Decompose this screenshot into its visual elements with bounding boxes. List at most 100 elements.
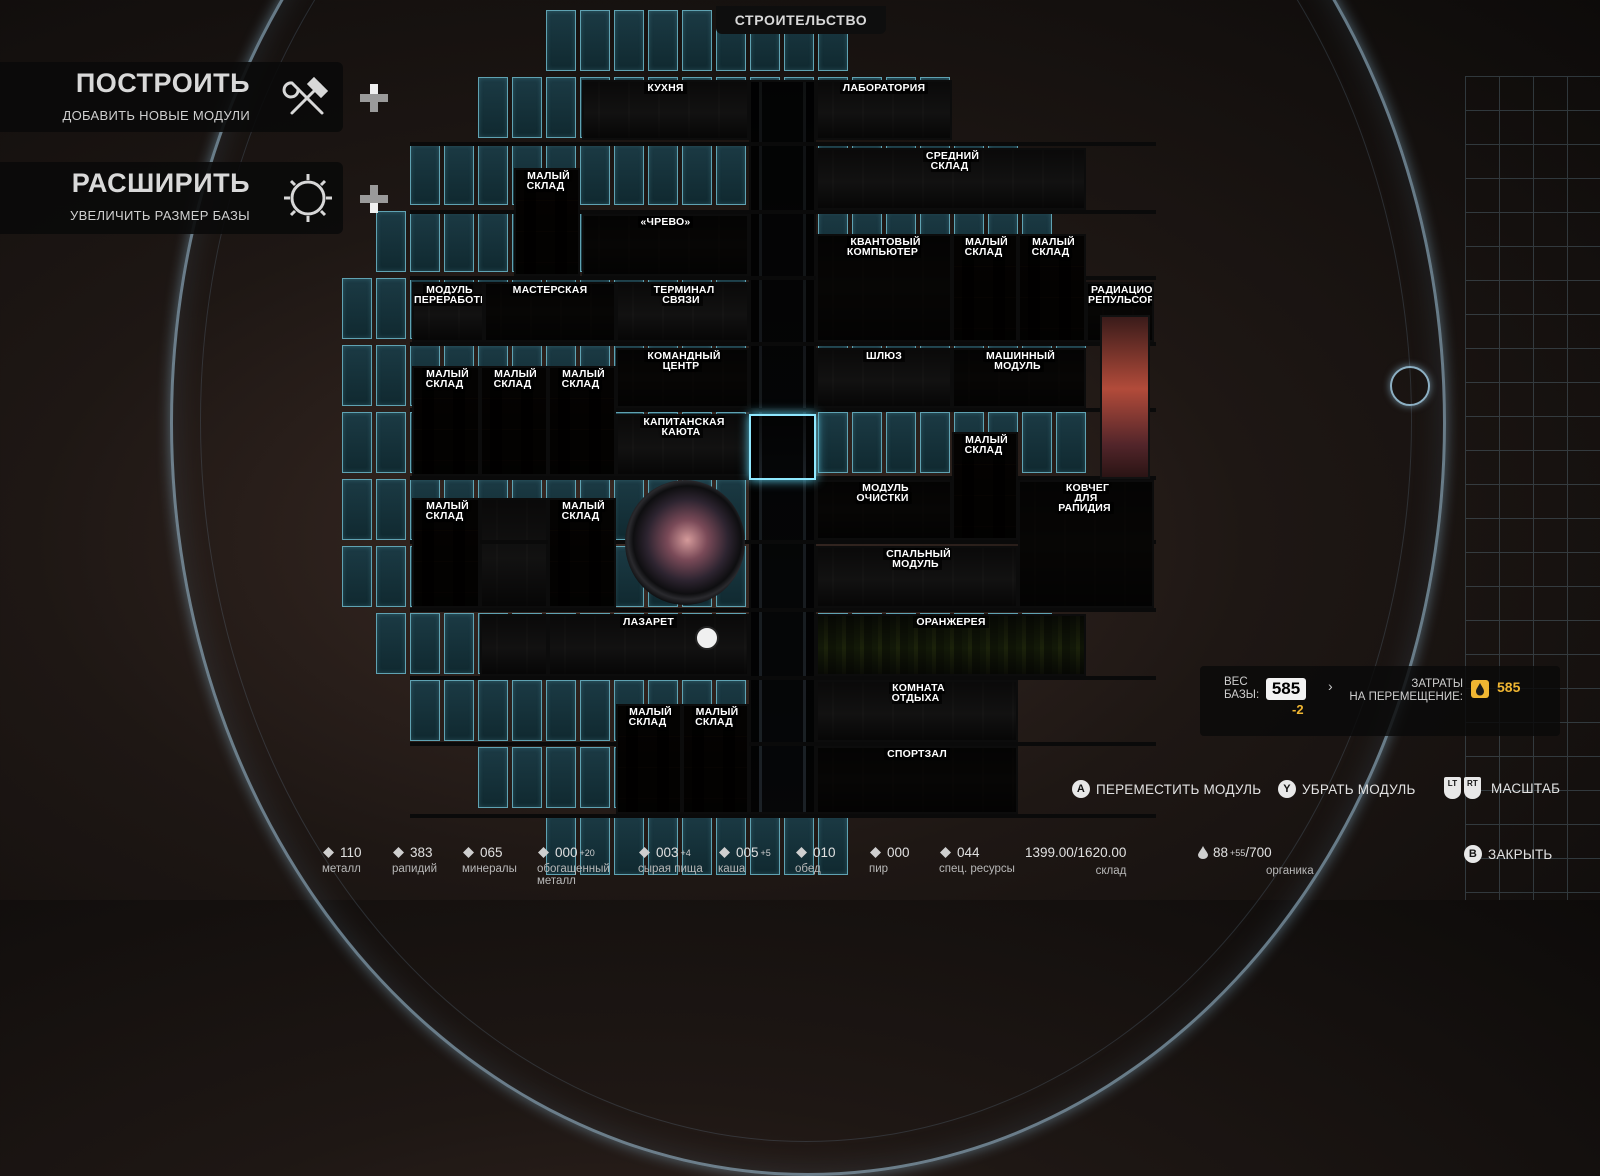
- module-airlock[interactable]: ШЛЮЗ: [816, 348, 952, 408]
- grid-cell[interactable]: [580, 10, 610, 71]
- grid-cell[interactable]: [342, 345, 372, 406]
- grid-cell[interactable]: [546, 814, 576, 875]
- module-small-storage-8[interactable]: МАЛЫЙ СКЛАД: [412, 498, 480, 608]
- grid-cell[interactable]: [444, 613, 474, 674]
- grid-cell[interactable]: [546, 747, 576, 808]
- grid-cell[interactable]: [750, 814, 780, 875]
- grid-cell[interactable]: [614, 10, 644, 71]
- module-gym[interactable]: СПОРТЗАЛ: [816, 746, 1018, 814]
- grid-cell[interactable]: [342, 546, 372, 607]
- module-sleep[interactable]: СПАЛЬНЫЙ МОДУЛЬ: [816, 546, 1018, 608]
- grid-cell[interactable]: [614, 144, 644, 205]
- grid-cell[interactable]: [444, 144, 474, 205]
- grid-cell[interactable]: [886, 412, 916, 473]
- module-belly[interactable]: «ЧРЕВО»: [582, 214, 749, 276]
- grid-cell[interactable]: [342, 479, 372, 540]
- expand-menu-item[interactable]: РАСШИРИТЬ УВЕЛИЧИТЬ РАЗМЕР БАЗЫ: [0, 162, 343, 234]
- grid-cell[interactable]: [444, 680, 474, 741]
- grid-cell[interactable]: [410, 211, 440, 272]
- module-medium-storage[interactable]: СРЕДНИЙ СКЛАД: [816, 148, 1086, 210]
- module-small-storage-7[interactable]: МАЛЫЙ СКЛАД: [952, 432, 1018, 540]
- build-menu-item[interactable]: ПОСТРОИТЬ ДОБАВИТЬ НОВЫЕ МОДУЛИ: [0, 62, 343, 132]
- grid-cell[interactable]: [716, 814, 746, 875]
- module-cleaning[interactable]: МОДУЛЬ ОЧИСТКИ: [816, 480, 952, 540]
- grid-cell[interactable]: [920, 412, 950, 473]
- close-action[interactable]: B ЗАКРЫТЬ: [1464, 845, 1552, 863]
- grid-cell[interactable]: [648, 144, 678, 205]
- grid-cell[interactable]: [478, 211, 508, 272]
- grid-cell[interactable]: [410, 680, 440, 741]
- grid-cell[interactable]: [818, 814, 848, 875]
- module-small-storage-4[interactable]: МАЛЫЙ СКЛАД: [412, 366, 480, 476]
- remove-module-action[interactable]: Y УБРАТЬ МОДУЛЬ: [1278, 780, 1416, 798]
- grid-cell[interactable]: [716, 144, 746, 205]
- grid-cell[interactable]: [546, 10, 576, 71]
- module-infirmary[interactable]: ЛАЗАРЕТ: [548, 614, 749, 676]
- move-module-action[interactable]: A ПЕРЕМЕСТИТЬ МОДУЛЬ: [1072, 780, 1261, 798]
- grid-cell[interactable]: [546, 680, 576, 741]
- grid-cell[interactable]: [376, 211, 406, 272]
- grid-cell[interactable]: [342, 278, 372, 339]
- grid-cell[interactable]: [648, 814, 678, 875]
- grid-cell[interactable]: [478, 747, 508, 808]
- grid-cell[interactable]: [376, 345, 406, 406]
- module-processing[interactable]: МОДУЛЬ ПЕРЕРАБОТКИ: [412, 282, 484, 342]
- grid-cell[interactable]: [478, 680, 508, 741]
- grid-cell[interactable]: [648, 10, 678, 71]
- grid-cell[interactable]: [512, 747, 542, 808]
- selected-module-slot[interactable]: [749, 414, 816, 480]
- grid-cell[interactable]: [546, 77, 576, 138]
- module-small-storage-1[interactable]: МАЛЫЙ СКЛАД: [514, 168, 580, 276]
- grid-cell[interactable]: [376, 412, 406, 473]
- grid-cell[interactable]: [376, 613, 406, 674]
- grid-cell[interactable]: [682, 814, 712, 875]
- grid-cell[interactable]: [580, 680, 610, 741]
- module-small-storage-3[interactable]: МАЛЫЙ СКЛАД: [1018, 234, 1086, 342]
- module-label: КАПИТАНСКАЯ КАЮТА: [618, 416, 747, 438]
- module-small-storage-10[interactable]: МАЛЫЙ СКЛАД: [616, 704, 682, 814]
- grid-cell[interactable]: [410, 613, 440, 674]
- module-small-storage-6[interactable]: МАЛЫЙ СКЛАД: [548, 366, 616, 476]
- grid-cell[interactable]: [852, 412, 882, 473]
- module-quantum[interactable]: КВАНТОВЫЙ КОМПЬЮТЕР: [816, 234, 952, 342]
- grid-cell[interactable]: [580, 747, 610, 808]
- grid-cell[interactable]: [478, 77, 508, 138]
- module-rest[interactable]: КОМНАТА ОТДЫХА: [816, 680, 1018, 742]
- grid-cell[interactable]: [818, 412, 848, 473]
- grid-cell[interactable]: [478, 144, 508, 205]
- module-lab[interactable]: ЛАБОРАТОРИЯ: [816, 80, 952, 140]
- grid-cell[interactable]: [614, 814, 644, 875]
- module-engine[interactable]: МАШИННЫЙ МОДУЛЬ: [952, 348, 1086, 408]
- module-greenhouse[interactable]: ОРАНЖЕРЕЯ: [816, 614, 1086, 676]
- grid-cell[interactable]: [682, 10, 712, 71]
- module-kitchen[interactable]: КУХНЯ: [582, 80, 749, 140]
- grid-cell[interactable]: [376, 278, 406, 339]
- grid-cell[interactable]: [444, 211, 474, 272]
- dinner-icon: [796, 847, 807, 858]
- grid-cell[interactable]: [376, 479, 406, 540]
- module-small-storage-5[interactable]: МАЛЫЙ СКЛАД: [480, 366, 548, 476]
- module-small-storage-2[interactable]: МАЛЫЙ СКЛАД: [952, 234, 1018, 342]
- module-captain[interactable]: КАПИТАНСКАЯ КАЮТА: [616, 414, 749, 476]
- base-build-grid[interactable]: КУХНЯ ЛАБОРАТОРИЯ МАЛЫЙ СКЛАД СРЕДНИЙ СКЛАД…: [0, 0, 1600, 900]
- module-comms[interactable]: ТЕРМИНАЛ СВЯЗИ: [616, 282, 749, 342]
- grid-cell[interactable]: [512, 77, 542, 138]
- grid-cell[interactable]: [376, 546, 406, 607]
- module-small-storage-9[interactable]: МАЛЫЙ СКЛАД: [548, 498, 616, 608]
- reactor-core[interactable]: [625, 480, 745, 605]
- grid-cell[interactable]: [1022, 412, 1052, 473]
- grid-cell[interactable]: [1056, 412, 1086, 473]
- module-small-storage-11[interactable]: МАЛЫЙ СКЛАД: [682, 704, 749, 814]
- zoom-action[interactable]: LT RT МАСШТАБ: [1444, 777, 1560, 799]
- grid-cell[interactable]: [410, 144, 440, 205]
- grid-cell[interactable]: [512, 680, 542, 741]
- module-label: МОДУЛЬ ПЕРЕРАБОТКИ: [414, 284, 482, 306]
- module-label: МАЛЫЙ СКЛАД: [954, 434, 1016, 456]
- grid-cell[interactable]: [342, 412, 372, 473]
- grid-cell[interactable]: [580, 814, 610, 875]
- grid-cell[interactable]: [682, 144, 712, 205]
- module-command[interactable]: КОМАНДНЫЙ ЦЕНТР: [616, 348, 749, 408]
- grid-cell[interactable]: [580, 144, 610, 205]
- module-workshop[interactable]: МАСТЕРСКАЯ: [484, 282, 616, 342]
- module-ark[interactable]: КОВЧЕГ ДЛЯ РАПИДИЯ: [1018, 480, 1154, 608]
